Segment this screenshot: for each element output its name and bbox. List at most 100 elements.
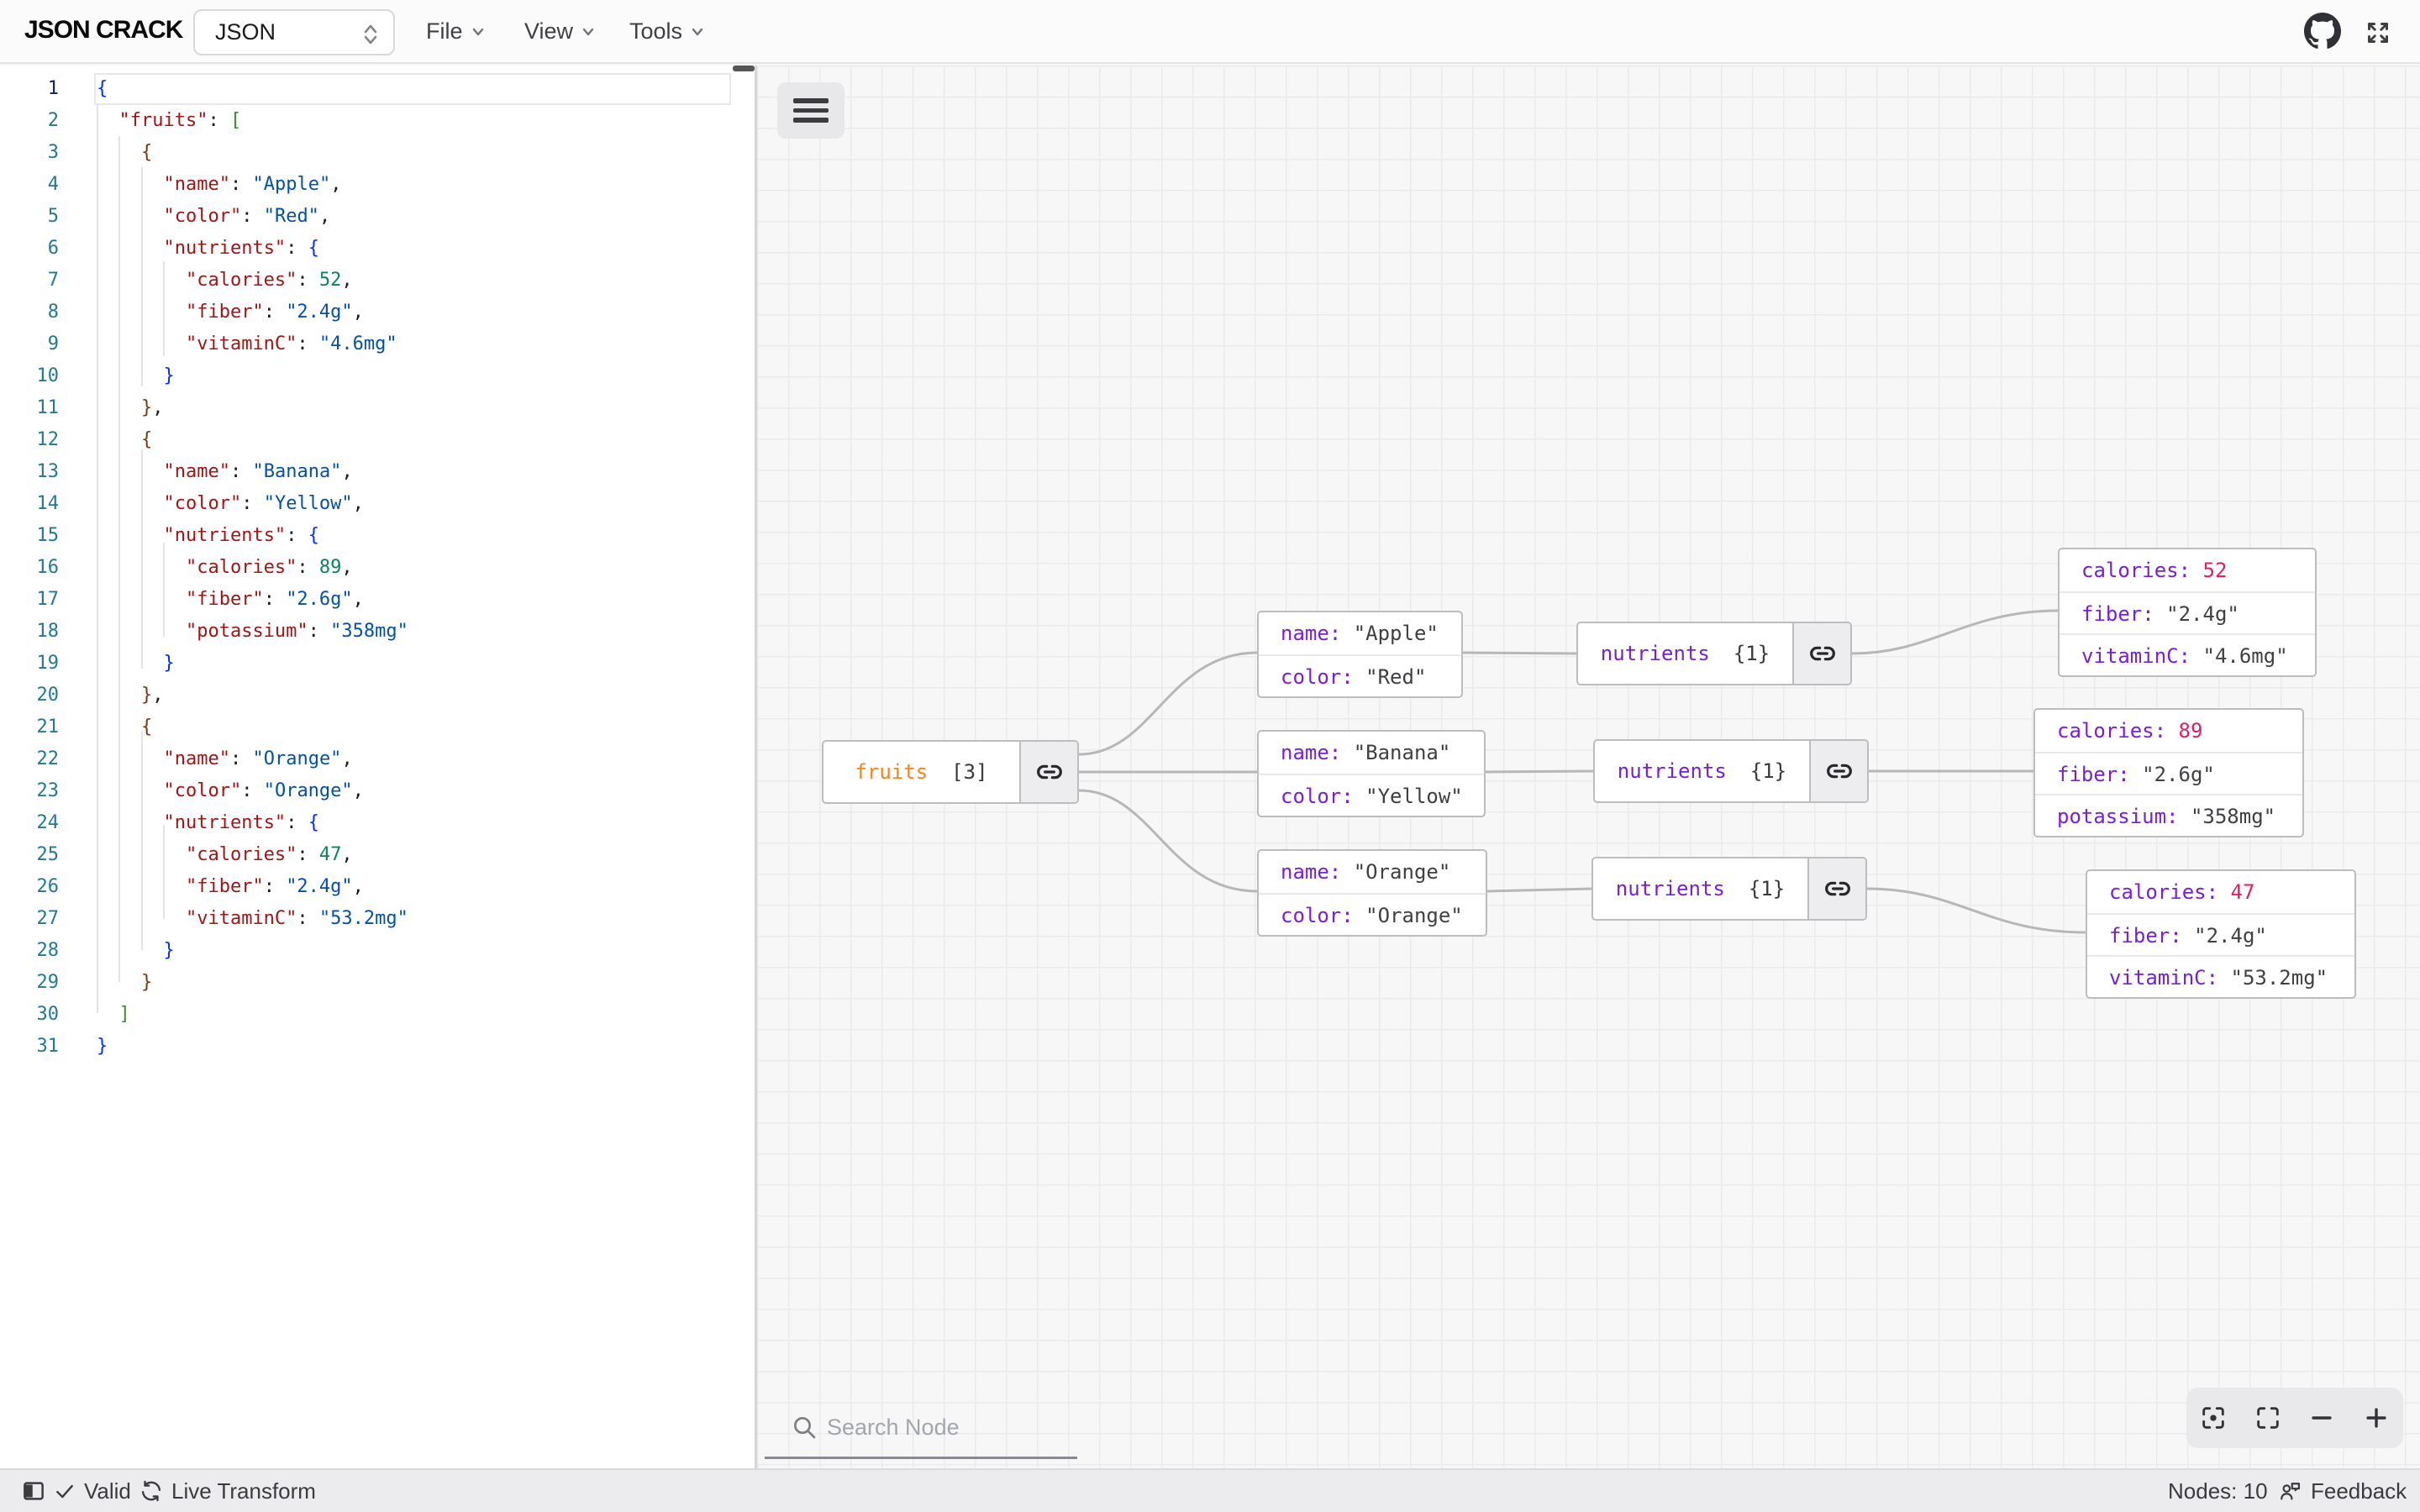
editor-line-26[interactable]: 26 "fiber": "2.4g", (0, 871, 755, 903)
node-row[interactable]: calories: 89 (2035, 710, 2302, 752)
menu-file[interactable]: File (426, 18, 487, 45)
expand-collapse-button[interactable] (1809, 741, 1867, 801)
editor-line-1[interactable]: 1{ (0, 73, 755, 105)
fit-view-button[interactable] (2245, 1393, 2291, 1443)
editor-line-5[interactable]: 5 "color": "Red", (0, 201, 755, 233)
graph-node-banana[interactable]: name: "Banana"color: "Yellow" (1257, 730, 1486, 817)
expand-collapse-button[interactable] (1807, 858, 1865, 919)
focus-node-button[interactable] (2191, 1393, 2236, 1443)
code-text: "fiber": "2.4g", (185, 302, 364, 323)
graph-node-apple-nutrients[interactable]: nutrients{1} (1576, 622, 1852, 685)
code-text: "name": "Apple", (163, 174, 342, 195)
github-icon[interactable] (2304, 13, 2341, 54)
menu-tools[interactable]: Tools (629, 18, 706, 45)
editor-line-22[interactable]: 22 "name": "Orange", (0, 743, 755, 775)
row-value: 47 (2218, 880, 2255, 904)
node-row[interactable]: name: "Banana" (1259, 732, 1484, 774)
node-row[interactable]: potassium: "358mg" (2035, 794, 2302, 836)
editor-line-14[interactable]: 14 "color": "Yellow", (0, 488, 755, 520)
editor-line-21[interactable]: 21 { (0, 711, 755, 743)
editor-line-29[interactable]: 29 } (0, 967, 755, 999)
editor-line-11[interactable]: 11 }, (0, 392, 755, 424)
graph-node-fruits[interactable]: fruits[3] (822, 740, 1079, 804)
expand-collapse-button[interactable] (1019, 742, 1077, 802)
editor-line-18[interactable]: 18 "potassium": "358mg" (0, 616, 755, 648)
editor-line-6[interactable]: 6 "nutrients": { (0, 233, 755, 265)
node-row[interactable]: vitaminC: "4.6mg" (2060, 633, 2315, 675)
live-transform-toggle[interactable]: Live Transform (139, 1470, 316, 1512)
zoom-out-button[interactable] (2299, 1393, 2344, 1443)
node-row[interactable]: calories: 47 (2087, 871, 2354, 913)
editor-line-23[interactable]: 23 "color": "Orange", (0, 775, 755, 807)
code-text: "nutrients": { (163, 525, 319, 546)
validation-status: Valid (54, 1470, 131, 1512)
node-row[interactable]: fiber: "2.4g" (2060, 591, 2315, 633)
graph-node-orange-nutrients[interactable]: nutrients{1} (1591, 857, 1867, 921)
editor-line-19[interactable]: 19 } (0, 648, 755, 680)
editor-line-27[interactable]: 27 "vitaminC": "53.2mg" (0, 903, 755, 935)
link-icon (1036, 764, 1062, 780)
node-row[interactable]: color: "Orange" (1259, 893, 1486, 935)
editor-line-13[interactable]: 13 "name": "Banana", (0, 456, 755, 488)
node-row[interactable]: name: "Apple" (1259, 612, 1461, 654)
editor-line-10[interactable]: 10 } (0, 360, 755, 392)
code-text: } (163, 940, 175, 961)
row-value: "358mg" (2178, 805, 2276, 828)
editor-line-7[interactable]: 7 "calories": 52, (0, 265, 755, 297)
fullscreen-icon[interactable] (2363, 18, 2393, 52)
line-number: 29 (36, 972, 60, 993)
editor-scrollbar-thumb[interactable] (733, 66, 755, 71)
node-row[interactable]: color: "Yellow" (1259, 774, 1484, 816)
line-number: 15 (36, 525, 60, 546)
search-input[interactable] (827, 1410, 1071, 1444)
graph-menu-button[interactable] (777, 82, 844, 139)
line-number: 5 (47, 206, 59, 227)
editor-line-15[interactable]: 15 "nutrients": { (0, 520, 755, 552)
nodes-count-label: Nodes: 10 (2168, 1478, 2268, 1504)
node-row[interactable]: vitaminC: "53.2mg" (2087, 955, 2354, 997)
panel-divider[interactable] (755, 66, 757, 1468)
editor-line-25[interactable]: 25 "calories": 47, (0, 839, 755, 871)
editor-line-20[interactable]: 20 }, (0, 680, 755, 711)
editor-line-24[interactable]: 24 "nutrients": { (0, 807, 755, 839)
line-number: 24 (36, 812, 60, 833)
editor-line-17[interactable]: 17 "fiber": "2.6g", (0, 584, 755, 616)
node-row[interactable]: name: "Orange" (1259, 851, 1486, 893)
row-value: "Orange" (1341, 860, 1451, 884)
editor-line-8[interactable]: 8 "fiber": "2.4g", (0, 297, 755, 328)
node-label: fruits (855, 760, 929, 784)
editor-line-28[interactable]: 28 } (0, 935, 755, 967)
node-row[interactable]: calories: 52 (2060, 549, 2315, 591)
node-row[interactable]: fiber: "2.4g" (2087, 913, 2354, 955)
graph-node-apple[interactable]: name: "Apple"color: "Red" (1257, 611, 1463, 698)
editor-line-12[interactable]: 12 { (0, 424, 755, 456)
editor-line-3[interactable]: 3 { (0, 137, 755, 169)
editor-line-30[interactable]: 30 ] (0, 999, 755, 1031)
valid-label: Valid (84, 1478, 131, 1504)
format-select[interactable]: JSON (193, 9, 395, 55)
row-value: "Banana" (1341, 741, 1451, 764)
node-child-count: {1} (1748, 877, 1786, 900)
editor-line-31[interactable]: 31} (0, 1031, 755, 1063)
graph-node-banana-nutrients[interactable]: nutrients{1} (1593, 739, 1869, 803)
node-row[interactable]: color: "Red" (1259, 654, 1461, 696)
expand-collapse-button[interactable] (1792, 623, 1850, 684)
feedback-button[interactable]: Feedback (2279, 1470, 2407, 1512)
editor-line-9[interactable]: 9 "vitaminC": "4.6mg" (0, 328, 755, 360)
editor-line-16[interactable]: 16 "calories": 89, (0, 552, 755, 584)
editor-line-4[interactable]: 4 "name": "Apple", (0, 169, 755, 201)
json-editor[interactable]: 1{2 "fruits": [3 {4 "name": "Apple",5 "c… (0, 66, 755, 1468)
code-text: "color": "Orange", (163, 780, 364, 801)
zoom-in-button[interactable] (2354, 1393, 2399, 1443)
editor-line-2[interactable]: 2 "fruits": [ (0, 105, 755, 137)
toggle-editor-panel-button[interactable] (21, 1470, 46, 1512)
menu-view[interactable]: View (524, 18, 597, 45)
graph-node-orange[interactable]: name: "Orange"color: "Orange" (1257, 849, 1487, 937)
node-row[interactable]: fiber: "2.6g" (2035, 752, 2302, 794)
search-icon (794, 1417, 816, 1439)
select-updown-icon (364, 24, 377, 45)
node-label: nutrients (1617, 759, 1727, 783)
